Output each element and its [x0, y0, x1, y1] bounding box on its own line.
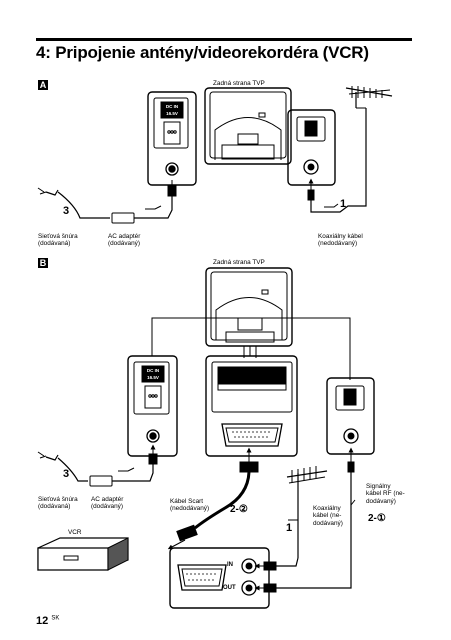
step-coax-b: 1	[286, 522, 293, 534]
vcr-out-label: OUT	[223, 585, 236, 591]
tv-back-label-a: Zadná strana TVP	[213, 80, 265, 87]
cord-label-a: Sieťová šnúra (dodávaná)	[38, 233, 78, 248]
section-b-marker: B	[38, 258, 48, 268]
tv-back-b	[205, 267, 293, 358]
step-rf-b: 2-①	[368, 513, 386, 524]
coax-cable-a	[307, 86, 393, 213]
scart-panel-b	[205, 355, 298, 457]
vcr	[37, 537, 270, 609]
tv-back-label-b: Zadná strana TVP	[213, 259, 265, 266]
adapter-label-a: AC adaptér (dodávaný)	[108, 233, 141, 248]
dc-in-panel-a	[147, 91, 197, 186]
vcr-label: VCR	[68, 529, 82, 536]
tv-back-a	[204, 87, 292, 165]
antenna-panel-a	[287, 109, 336, 186]
page-title: 4: Pripojenie antény/videorekordéra (VCR…	[36, 43, 369, 62]
adapter-label-b: AC adaptér (dodávaný)	[91, 496, 124, 511]
rf-cable-b	[254, 447, 355, 593]
dc-volt-label-a: 16.5V	[166, 111, 178, 116]
page-number: 12 SK	[36, 615, 60, 627]
rf-label-b: Signálny kábel RF (ne- dodávaný)	[366, 483, 405, 505]
coax-label-a: Koaxiálny kábel (nedodávaný)	[318, 233, 363, 248]
step-cord-b: 3	[63, 468, 70, 480]
dc-in-panel-b	[127, 355, 178, 457]
scart-label-b: Kábel Scart (nedodávaný)	[170, 498, 210, 513]
dc-in-label-a: DC IN	[165, 104, 179, 109]
dc-in-label-b: DC IN	[146, 368, 160, 373]
antenna-panel-b	[326, 377, 375, 455]
power-cord-b	[37, 444, 158, 487]
step-cord-a: 3	[63, 205, 70, 217]
page-suffix: SK	[51, 615, 60, 622]
cord-label-b: Sieťová šnúra (dodávaná)	[38, 496, 78, 511]
power-cord-a	[37, 180, 177, 224]
dc-volt-label-b: 16.5V	[147, 375, 159, 380]
title-rule	[36, 38, 412, 41]
vcr-in-label: IN	[227, 562, 233, 568]
section-a-marker: A	[38, 80, 48, 90]
coax-cable-b	[254, 466, 328, 571]
step-coax-a: 1	[340, 198, 347, 210]
coax-label-b: Koaxiálny kábel (ne- dodávaný)	[313, 505, 343, 527]
step-scart-b: 2-②	[230, 504, 248, 515]
scart-cable-b	[167, 447, 259, 550]
